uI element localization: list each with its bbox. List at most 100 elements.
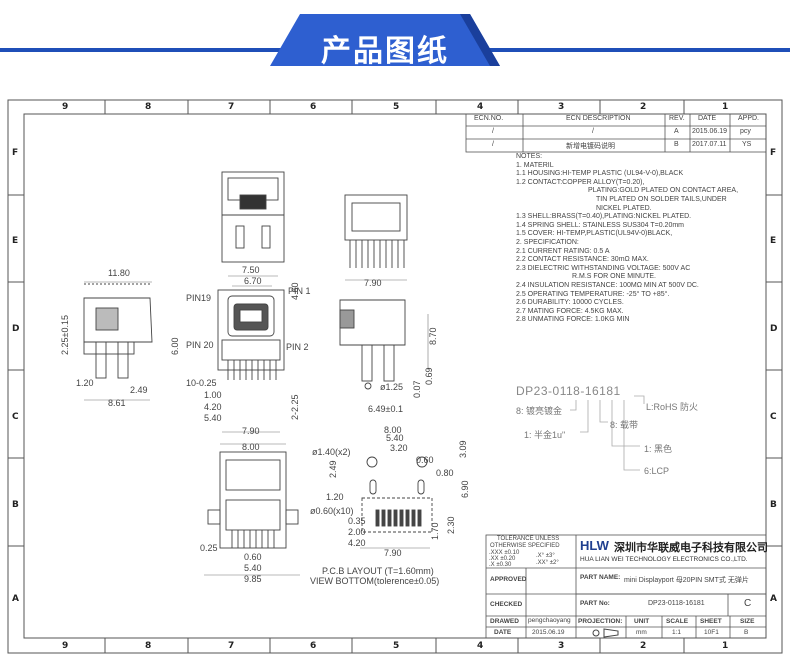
note-line: 2.2 CONTACT RESISTANCE: 30mΩ MAX. [516,256,649,264]
note-line: 2.8 UNMATING FORCE: 1.0KG MIN [516,316,630,324]
front-view [221,171,285,263]
rev-header-ecn-no: ECN.NO. [474,115,504,122]
dim-label: 9.85 [244,574,262,584]
notes-block: NOTES: 1. MATERIL 1.1 HOUSING:HI-TEMP PL… [516,153,738,325]
note-line: 2.3 DIELECTRIC WITHSTANDING VOLTAGE: 500… [516,264,691,272]
approved-label: APPROVED [490,576,527,583]
note-line: 2.4 INSULATION RESISTANCE: 100MΩ MIN AT … [516,281,699,289]
dim-label: 4.20 [204,402,222,412]
dim-label: 3.20 [390,443,408,453]
rev-row-1-ecn: / [492,128,494,135]
note-line: 1. MATERIL [516,161,554,169]
grid-col-8-bottom: 8 [145,641,152,651]
grid-row-c-right: C [770,412,777,422]
checked-label: CHECKED [490,601,523,608]
tol-ang: .XX° ±2° [536,560,559,566]
callout-lcp: 6:LCP [644,466,670,476]
note-line: 2.7 MATING FORCE: 4.5KG MAX. [516,307,624,315]
pcb-layout-caption: P.C.B LAYOUT (T=1.60mm) [322,566,434,576]
company-logo: HLW [580,538,609,553]
note-line: 2.5 OPERATING TEMPERATURE: -25° TO +85°. [516,290,670,298]
bottom-view [207,451,299,549]
dim-label: 7.90 [384,548,402,558]
drawer-name: pengchaoyang [528,617,571,624]
dim-label: 6.90 [460,480,470,498]
note-line: PLATING:GOLD PLATED ON CONTACT AREA, [588,187,739,195]
grid-row-a: A [12,594,19,604]
dim-label: 2.25±0.15 [60,315,70,355]
dim-label: 5.40 [244,563,262,573]
scale-label: SCALE [666,618,689,625]
callout-half-gold: 1: 半金1u" [524,430,566,440]
rev-header-appd: APPD. [738,115,760,122]
title-block-grid [485,534,767,639]
banner-tab [270,14,500,66]
callout-gold-shell: 8: 镀亮镀金 [516,406,563,416]
note-line: NOTES: [516,153,543,160]
grid-col-3-bottom: 3 [558,641,565,651]
tolerance-subtitle: OTHERWISE SPECIFIED [490,543,560,549]
rev-value: C [744,598,752,609]
pin-label-2: PIN 2 [286,342,309,352]
grid-row-c: C [12,412,19,422]
rev-row-1-appd: pcy [740,128,751,135]
date-label: DATE [494,629,512,636]
dim-label: 8.61 [108,398,126,408]
left-side-view [83,283,153,379]
dim-label: 11.80 [108,268,130,278]
grid-col-5-bottom: 5 [393,641,400,651]
dim-label: 2-2.25 [290,394,300,420]
grid-row-d: D [12,324,20,334]
dim-label: 7.90 [242,426,260,436]
note-line: R.M.S FOR ONE MINUTE. [572,273,656,281]
dim-label: 0.60 [244,552,262,562]
rev-row-2-rev: B [674,141,679,148]
tol-ang: .X° ±3° [536,553,555,559]
top-view [344,194,408,268]
dim-label: 6.49±0.1 [368,404,403,414]
rev-row-2-date: 2017.07.11 [692,141,727,148]
grid-col-6: 6 [310,102,317,112]
dim-label: ø0.60(x10) [310,506,354,516]
tol-row: .XX ±0.20 [489,556,516,562]
dim-label: 5.40 [386,433,404,443]
unit-value: mm [636,629,647,636]
note-line: NICKEL PLATED. [596,204,652,212]
view-bottom-caption: VIEW BOTTOM(tolerence±0.05) [310,576,440,586]
rev-header-date: DATE [698,115,717,122]
header-banner: 产品图纸 [0,0,790,80]
note-line: 1.5 COVER: HI-TEMP,PLASTIC(UL94V-0)BLACK… [516,230,673,238]
grid-col-1: 1 [722,102,729,112]
grid-row-b-right: B [770,500,777,510]
rev-header-rev: REV. [669,115,685,122]
size-value: B [744,629,749,636]
dim-label: 0.07 [412,380,422,398]
dim-label: 1.20 [326,492,344,502]
company-name-en: HUA LIAN WEI TECHNOLOGY ELECTRONICS CO.,… [580,556,748,563]
date-value: 2015.06.19 [532,629,565,636]
rev-row-2-appd: YS [742,141,752,148]
note-line: 1.4 SPRING SHELL: STAINLESS SUS304 T=0.2… [516,221,685,229]
dim-label: 1.20 [76,378,94,388]
right-side-view [339,299,406,390]
grid-row-f: F [12,148,19,158]
projection-label: PROJECTION: [578,618,623,625]
dim-label: 0.35 [348,516,366,526]
dim-label: 8.00 [242,442,260,452]
note-line: 1.1 HOUSING:HI-TEMP PLASTIC (UL94-V-0),B… [516,170,684,178]
revision-table-grid [465,113,767,153]
grid-col-4-bottom: 4 [477,641,484,651]
banner-graphic [0,14,790,66]
grid-col-2-bottom: 2 [640,641,647,651]
size-label: SIZE [740,618,755,625]
grid-col-5: 5 [393,102,400,112]
grid-row-a-right: A [770,594,777,604]
dim-label: 3.09 [458,440,468,458]
dim-label: 4.20 [348,538,366,548]
pin-label-20: PIN 20 [186,340,214,350]
tol-row: .X ±0.30 [489,562,512,568]
dim-label: 0.80 [436,468,454,478]
sheet-label: SHEET [700,618,722,625]
grid-col-8: 8 [145,102,152,112]
